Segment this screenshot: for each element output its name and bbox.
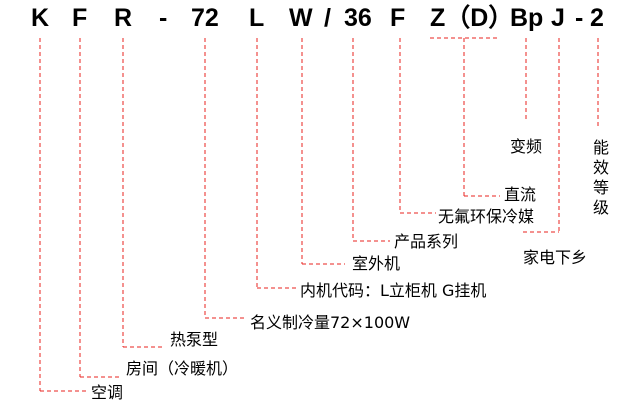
- code-r: R: [114, 4, 133, 32]
- code-f2: F: [390, 4, 406, 32]
- code-l: L: [249, 4, 265, 32]
- code-capacity: 72: [191, 4, 219, 32]
- code-36: 36: [344, 4, 372, 32]
- label-refrigerant: 无氟环保冷媒: [438, 207, 535, 226]
- label-outdoor-unit: 室外机: [352, 254, 401, 273]
- code-j: J: [551, 4, 565, 32]
- code-energy-grade: 2: [590, 4, 604, 32]
- code-dash-2: -: [575, 4, 584, 32]
- label-rated-capacity: 名义制冷量72×100W: [250, 313, 411, 332]
- code-f: F: [72, 4, 88, 32]
- code-slash: /: [324, 4, 331, 32]
- label-inverter: 变频: [510, 137, 543, 156]
- label-product-series: 产品系列: [394, 232, 459, 251]
- code-bp: Bp: [510, 4, 544, 32]
- label-indoor-code: 内机代码：L立柜机 G挂机: [300, 281, 487, 300]
- label-rural-appliance: 家电下乡: [523, 248, 588, 267]
- label-energy-grade: 能效等级: [592, 138, 609, 217]
- code-dash-1: -: [159, 4, 168, 32]
- code-zd: Z（D）: [430, 4, 514, 32]
- label-heat-pump: 热泵型: [170, 330, 219, 349]
- label-dc: 直流: [504, 185, 537, 204]
- label-room-heat-cool: 房间（冷暖机）: [126, 359, 239, 378]
- label-air-conditioner: 空调: [91, 383, 124, 402]
- code-w: W: [289, 4, 313, 32]
- code-k: K: [31, 4, 50, 32]
